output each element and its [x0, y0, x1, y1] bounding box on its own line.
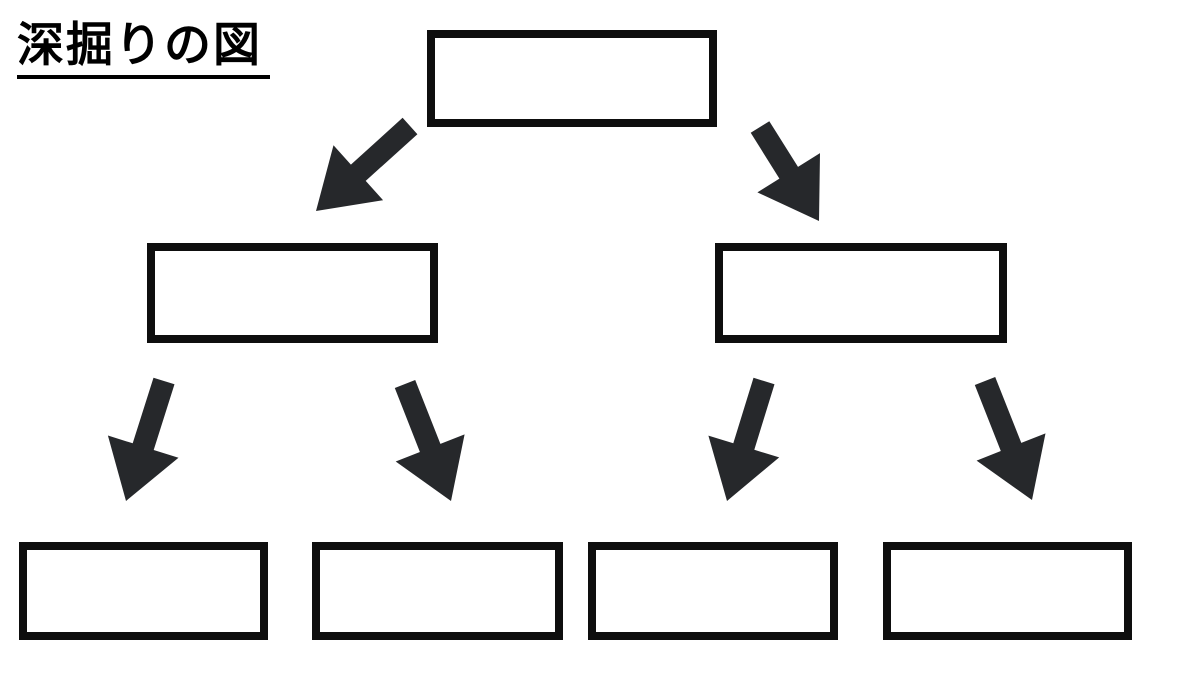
node-box-level3-2: [312, 542, 563, 640]
node-box-level3-3: [588, 542, 838, 640]
node-box-level3-1: [19, 542, 268, 640]
page-title: 深掘りの図: [17, 16, 270, 79]
arrow-root-to-level2-right-icon: [750, 121, 820, 221]
arrow-level2-right-to-level3-3-icon: [708, 377, 780, 501]
node-box-level3-4: [883, 542, 1132, 640]
node-box-root: [427, 30, 717, 127]
arrow-level2-right-to-level3-4-icon: [974, 377, 1046, 500]
node-box-level2-right: [715, 243, 1007, 343]
arrow-level2-left-to-level3-1-icon: [107, 377, 179, 501]
arrow-level2-left-to-level3-2-icon: [394, 380, 465, 501]
arrow-root-to-level2-left-icon: [316, 117, 418, 211]
node-box-level2-left: [147, 243, 438, 343]
